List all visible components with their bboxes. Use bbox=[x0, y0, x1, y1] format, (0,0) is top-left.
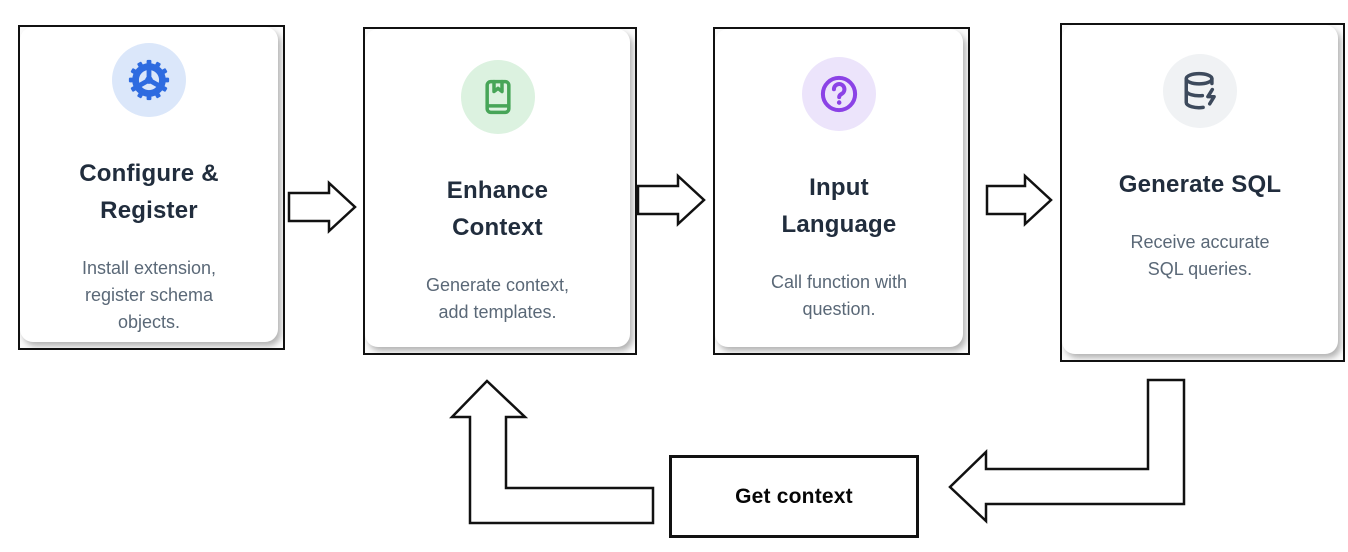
desc-line: SQL queries. bbox=[1147, 259, 1253, 280]
step-card-enhance-context: Enhance Context Generate context, add te… bbox=[363, 27, 637, 355]
desc-line: question. bbox=[802, 299, 876, 320]
flow-arrow-right-3 bbox=[985, 173, 1053, 227]
title-line: Configure & bbox=[79, 160, 219, 187]
gear-icon bbox=[128, 59, 170, 101]
title-line: Register bbox=[100, 197, 198, 225]
icon-circle bbox=[112, 43, 186, 117]
get-context-box: Get context bbox=[669, 455, 919, 538]
step-card-inner: Enhance Context Generate context, add te… bbox=[365, 29, 630, 347]
database-zap-icon bbox=[1184, 71, 1216, 110]
desc-line: Call function with bbox=[770, 272, 908, 293]
step-title: Enhance Context bbox=[447, 172, 548, 246]
loop-elbow-left-arrow bbox=[948, 378, 1186, 524]
desc-line: Install extension, bbox=[81, 258, 217, 279]
step-card-inner: Generate SQL Receive accurate SQL querie… bbox=[1062, 25, 1338, 354]
step-description: Install extension, register schema objec… bbox=[82, 255, 216, 336]
icon-circle bbox=[802, 57, 876, 131]
icon-circle bbox=[460, 60, 535, 134]
step-title: Generate SQL bbox=[1119, 166, 1281, 203]
title-line: Generate SQL bbox=[1118, 171, 1282, 198]
loop-elbow-up-arrow bbox=[449, 379, 655, 525]
get-context-label: Get context bbox=[735, 484, 853, 508]
step-description: Receive accurate SQL queries. bbox=[1130, 229, 1269, 283]
desc-line: Receive accurate bbox=[1130, 232, 1270, 253]
flow-arrow-right-1 bbox=[287, 180, 357, 234]
step-card-inner: Input Language Call function with questi… bbox=[715, 29, 963, 347]
icon-circle bbox=[1163, 54, 1237, 128]
book-bookmark-icon bbox=[484, 79, 511, 115]
title-line: Context bbox=[452, 214, 543, 242]
flow-arrow-right-2 bbox=[636, 173, 706, 227]
desc-line: objects. bbox=[117, 312, 181, 333]
desc-line: add templates. bbox=[438, 302, 557, 323]
desc-line: register schema bbox=[84, 285, 214, 306]
step-title: Input Language bbox=[782, 169, 897, 243]
step-card-input-language: Input Language Call function with questi… bbox=[713, 27, 970, 355]
step-description: Generate context, add templates. bbox=[426, 272, 569, 326]
title-line: Enhance bbox=[446, 177, 549, 204]
step-title: Configure & Register bbox=[79, 155, 219, 229]
step-card-configure-register: Configure & Register Install extension, … bbox=[18, 25, 285, 350]
title-line: Input bbox=[809, 174, 869, 201]
step-card-inner: Configure & Register Install extension, … bbox=[20, 27, 278, 342]
help-circle-icon bbox=[820, 75, 858, 113]
step-description: Call function with question. bbox=[771, 269, 907, 323]
title-line: Language bbox=[781, 211, 897, 239]
step-card-generate-sql: Generate SQL Receive accurate SQL querie… bbox=[1060, 23, 1345, 362]
desc-line: Generate context, bbox=[425, 275, 570, 296]
